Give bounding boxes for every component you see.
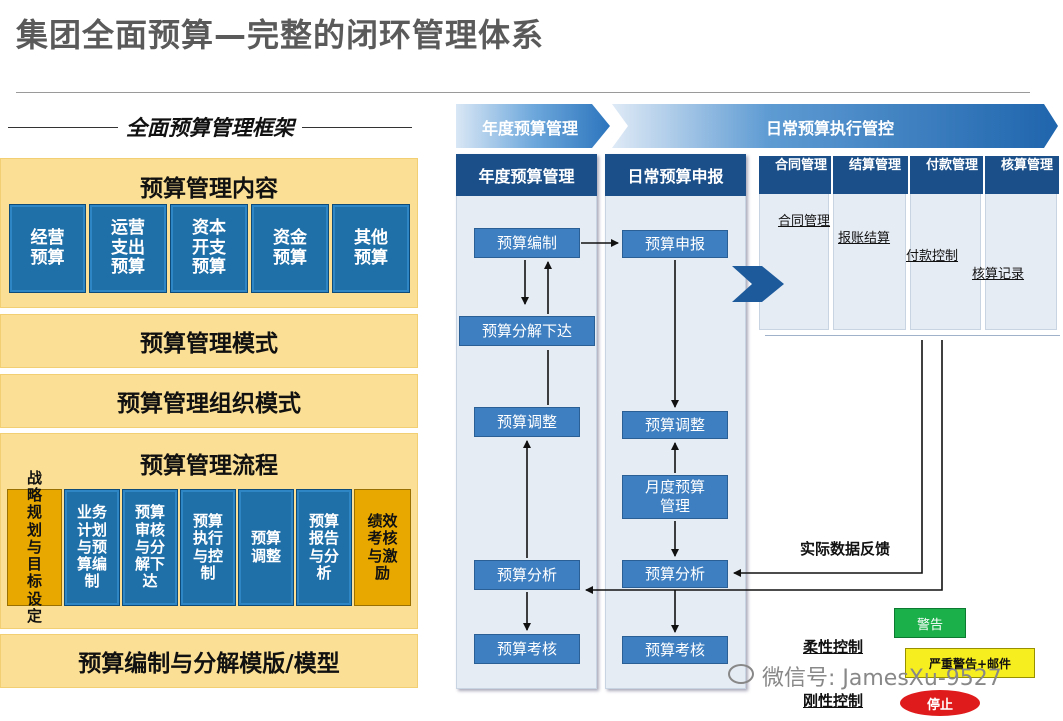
step-budget-breakdown: 预算分解下达 [459, 316, 595, 346]
framework-title: 全面预算管理框架 [126, 116, 294, 140]
org-mode-band: 预算管理组织模式 [0, 374, 418, 428]
step-budget-adjust: 预算调整 [474, 407, 580, 437]
sub-item-contract: 合同管理 [778, 214, 831, 229]
content-item: 资本开支预算 [170, 204, 248, 293]
step-budget-adjust-2: 预算调整 [622, 411, 728, 439]
divider [8, 126, 118, 128]
feedback-label: 实际数据反馈 [800, 540, 891, 558]
sub-head-contract: 合同管理 [759, 156, 831, 194]
mode-label: 预算管理模式 [140, 331, 278, 357]
content-item: 资金预算 [251, 204, 329, 293]
process-item: 绩效考核与激励 [354, 489, 411, 606]
banner-annual: 年度预算管理 [481, 119, 578, 138]
content-band: 预算管理内容 经营预算 运营支出预算 资本开支预算 资金预算 其他预算 [0, 158, 418, 308]
step-budget-analysis: 预算分析 [474, 560, 580, 590]
column-annual-head: 年度预算管理 [456, 154, 597, 196]
framework-title-row: 全面预算管理框架 [0, 112, 420, 142]
process-band: 预算管理流程 战略规划与目标设定 业务计划与预算编制 预算审核与分解下达 预算执… [0, 433, 418, 629]
sub-item-settlement: 报账结算 [838, 231, 891, 246]
step-budget-apply: 预算申报 [622, 230, 728, 258]
process-item: 预算执行与控制 [180, 489, 236, 606]
sub-head-accounting: 核算管理 [985, 156, 1059, 194]
content-heading: 预算管理内容 [140, 176, 278, 202]
soft-control-label: 柔性控制 [803, 638, 864, 656]
page-title: 集团全面预算—完整的闭环管理体系 [16, 16, 545, 54]
step-budget-assess: 预算考核 [474, 634, 580, 664]
stop-badge: 停止 [900, 690, 980, 716]
chevron-right-icon [732, 266, 784, 302]
sub-item-payment: 付款控制 [906, 249, 959, 264]
template-label: 预算编制与分解模版/模型 [78, 651, 340, 677]
org-mode-label: 预算管理组织模式 [117, 391, 301, 417]
content-item: 运营支出预算 [89, 204, 167, 293]
sub-item-accounting: 核算记录 [972, 267, 1025, 282]
process-heading: 预算管理流程 [140, 453, 278, 479]
process-item: 预算审核与分解下达 [122, 489, 178, 606]
title-divider [16, 92, 1030, 93]
process-item: 预算调整 [238, 489, 294, 606]
step-budget-compile: 预算编制 [474, 228, 580, 258]
template-band: 预算编制与分解模版/模型 [0, 634, 418, 688]
process-item: 业务计划与预算编制 [64, 489, 120, 606]
step-budget-assess-2: 预算考核 [622, 636, 728, 664]
divider [302, 126, 412, 128]
content-item: 经营预算 [9, 204, 86, 293]
sub-head-settlement: 结算管理 [833, 156, 908, 194]
column-daily-head: 日常预算申报 [605, 154, 746, 196]
banner-daily-shape [612, 104, 1058, 148]
wechat-icon [728, 664, 754, 684]
sub-head-payment: 付款管理 [910, 156, 983, 194]
severe-warning-badge: 严重警告+邮件 [905, 648, 1035, 678]
sub-divider [765, 335, 1060, 336]
watermark: 微信号: JamesXu-9527 [762, 666, 1002, 691]
mode-band: 预算管理模式 [0, 314, 418, 368]
warning-badge: 警告 [894, 608, 966, 638]
banner-arrows [456, 104, 1058, 148]
banner-annual-shape [456, 104, 610, 148]
banner-daily: 日常预算执行管控 [765, 119, 894, 138]
content-item: 其他预算 [332, 204, 410, 293]
step-budget-analysis-2: 预算分析 [622, 560, 728, 588]
step-monthly-budget: 月度预算管理 [622, 475, 728, 519]
process-item: 预算报告与分析 [296, 489, 352, 606]
hard-control-label: 刚性控制 [803, 692, 864, 710]
